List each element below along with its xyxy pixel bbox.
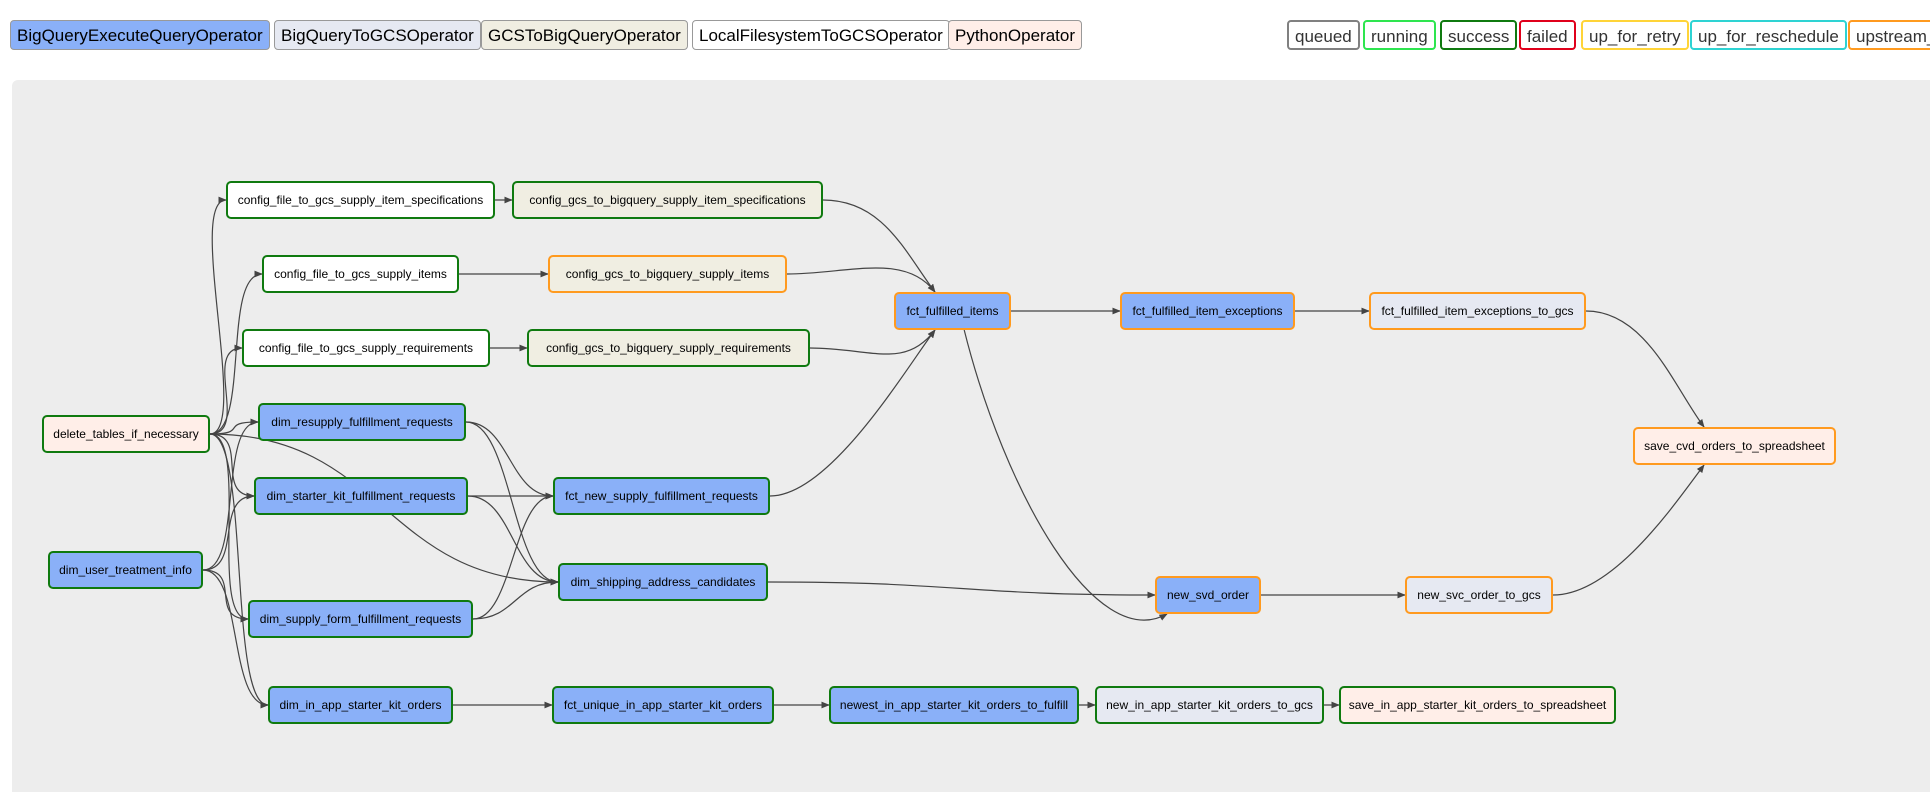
task-node-fct_exc_gcs[interactable]: fct_fulfilled_item_exceptions_to_gcs xyxy=(1369,292,1586,330)
legend-operator-LocalFilesystemToGCSOperator[interactable]: LocalFilesystemToGCSOperator xyxy=(692,20,950,50)
task-node-cg_spec[interactable]: config_gcs_to_bigquery_supply_item_speci… xyxy=(512,181,823,219)
task-label: new_svd_order xyxy=(1166,588,1250,602)
edge-fct_new_supply-to-fct_fulfilled xyxy=(769,329,936,497)
edge-cg_spec-to-fct_fulfilled xyxy=(822,199,936,293)
task-node-delete_tables[interactable]: delete_tables_if_necessary xyxy=(42,415,210,453)
legend-state-upstream_[interactable]: upstream_ xyxy=(1848,20,1930,50)
task-node-new_svc_gcs[interactable]: new_svc_order_to_gcs xyxy=(1405,576,1553,614)
task-label: config_gcs_to_bigquery_supply_requiremen… xyxy=(546,341,791,355)
legend-state-queued[interactable]: queued xyxy=(1287,20,1360,50)
task-node-cg_items[interactable]: config_gcs_to_bigquery_supply_items xyxy=(548,255,787,293)
task-node-dim_user[interactable]: dim_user_treatment_info xyxy=(48,551,203,589)
edge-dim_shipping-to-new_svd xyxy=(767,581,1156,599)
task-label: dim_resupply_fulfillment_requests xyxy=(271,415,453,429)
edge-delete_tables-to-dim_starter xyxy=(209,433,255,500)
task-label: fct_new_supply_fulfillment_requests xyxy=(565,489,758,503)
task-node-fct_exc[interactable]: fct_fulfilled_item_exceptions xyxy=(1120,292,1295,330)
edge-dim_user-to-dim_in_app xyxy=(202,569,269,709)
task-label: save_in_app_starter_kit_orders_to_spread… xyxy=(1348,698,1607,712)
task-node-fct_fulfilled[interactable]: fct_fulfilled_items xyxy=(894,292,1011,330)
edge-new_svc_gcs-to-save_cvd xyxy=(1552,464,1705,596)
edge-delete_tables-to-cf_items xyxy=(209,270,263,435)
task-node-fct_new_supply[interactable]: fct_new_supply_fulfillment_requests xyxy=(553,477,770,515)
task-label: newest_in_app_starter_kit_orders_to_fulf… xyxy=(839,698,1069,712)
task-node-cf_spec[interactable]: config_file_to_gcs_supply_item_specifica… xyxy=(226,181,495,219)
task-node-save_in_app[interactable]: save_in_app_starter_kit_orders_to_spread… xyxy=(1339,686,1616,724)
task-label: save_cvd_orders_to_spreadsheet xyxy=(1644,439,1825,453)
edge-dim_starter-to-dim_shipping xyxy=(467,495,559,586)
edge-dim_supply_form-to-dim_shipping xyxy=(472,578,559,620)
edge-delete_tables-to-cf_spec xyxy=(209,196,227,435)
edge-cg_items-to-fct_fulfilled xyxy=(786,267,936,293)
edge-dim_supply_form-to-fct_new_supply xyxy=(472,492,554,620)
task-node-newest[interactable]: newest_in_app_starter_kit_orders_to_fulf… xyxy=(829,686,1079,724)
task-node-cf_req[interactable]: config_file_to_gcs_supply_requirements xyxy=(242,329,490,367)
legend-state-up_for_reschedule[interactable]: up_for_reschedule xyxy=(1690,20,1847,50)
task-label: config_gcs_to_bigquery_supply_item_speci… xyxy=(529,193,806,207)
task-node-dim_shipping[interactable]: dim_shipping_address_candidates xyxy=(558,563,768,601)
edge-delete_tables-to-cf_req xyxy=(209,344,243,435)
task-node-save_cvd[interactable]: save_cvd_orders_to_spreadsheet xyxy=(1633,427,1836,465)
task-label: fct_fulfilled_items xyxy=(906,304,999,318)
task-label: new_in_app_starter_kit_orders_to_gcs xyxy=(1106,698,1313,712)
edge-delete_tables-to-dim_in_app xyxy=(209,433,269,709)
edge-fct_exc_gcs-to-save_cvd xyxy=(1585,310,1705,428)
edge-dim_user-to-dim_resupply xyxy=(202,418,259,571)
legend-state-failed[interactable]: failed xyxy=(1519,20,1576,50)
task-label: delete_tables_if_necessary xyxy=(53,427,199,441)
task-label: new_svc_order_to_gcs xyxy=(1417,588,1541,602)
legend-operator-BigQueryToGCSOperator[interactable]: BigQueryToGCSOperator xyxy=(274,20,481,50)
legend-operator-BigQueryExecuteQueryOperator[interactable]: BigQueryExecuteQueryOperator xyxy=(10,20,270,50)
task-node-fct_unique[interactable]: fct_unique_in_app_starter_kit_orders xyxy=(552,686,774,724)
task-node-new_in_app_gcs[interactable]: new_in_app_starter_kit_orders_to_gcs xyxy=(1095,686,1324,724)
edges-layer xyxy=(202,196,1705,709)
task-label: config_file_to_gcs_supply_item_specifica… xyxy=(237,193,484,207)
task-node-dim_supply_form[interactable]: dim_supply_form_fulfillment_requests xyxy=(248,600,473,638)
task-node-dim_resupply[interactable]: dim_resupply_fulfillment_requests xyxy=(258,403,466,441)
edge-cg_req-to-fct_fulfilled xyxy=(809,329,936,355)
task-label: fct_unique_in_app_starter_kit_orders xyxy=(563,698,763,712)
task-label: fct_fulfilled_item_exceptions_to_gcs xyxy=(1381,304,1574,318)
edge-dim_user-to-dim_starter xyxy=(202,492,255,571)
task-label: dim_shipping_address_candidates xyxy=(570,575,756,589)
task-node-dim_starter[interactable]: dim_starter_kit_fulfillment_requests xyxy=(254,477,468,515)
edge-fct_fulfilled-to-new_svd xyxy=(963,329,1168,621)
legend-state-success[interactable]: success xyxy=(1440,20,1518,50)
task-label: config_gcs_to_bigquery_supply_items xyxy=(565,267,770,281)
task-label: fct_fulfilled_item_exceptions xyxy=(1132,304,1283,318)
task-label: dim_user_treatment_info xyxy=(59,563,192,577)
task-label: dim_starter_kit_fulfillment_requests xyxy=(266,489,456,503)
legend-operator-PythonOperator[interactable]: PythonOperator xyxy=(948,20,1083,50)
legend-state-up_for_retry[interactable]: up_for_retry xyxy=(1581,20,1689,50)
task-node-cf_items[interactable]: config_file_to_gcs_supply_items xyxy=(262,255,459,293)
task-node-cg_req[interactable]: config_gcs_to_bigquery_supply_requiremen… xyxy=(527,329,810,367)
task-label: config_file_to_gcs_supply_items xyxy=(274,267,447,281)
legend-state-running[interactable]: running xyxy=(1363,20,1436,50)
edge-dim_resupply-to-dim_shipping xyxy=(465,421,559,586)
task-label: config_file_to_gcs_supply_requirements xyxy=(258,341,474,355)
legend-operator-GCSToBigQueryOperator[interactable]: GCSToBigQueryOperator xyxy=(481,20,688,50)
task-node-new_svd[interactable]: new_svd_order xyxy=(1155,576,1261,614)
task-label: dim_in_app_starter_kit_orders xyxy=(279,698,442,712)
dag-graph-canvas[interactable]: delete_tables_if_necessary dim_user_treat… xyxy=(12,80,1930,792)
edge-dim_resupply-to-fct_new_supply xyxy=(465,421,554,500)
task-label: dim_supply_form_fulfillment_requests xyxy=(259,612,462,626)
task-node-dim_in_app[interactable]: dim_in_app_starter_kit_orders xyxy=(268,686,453,724)
